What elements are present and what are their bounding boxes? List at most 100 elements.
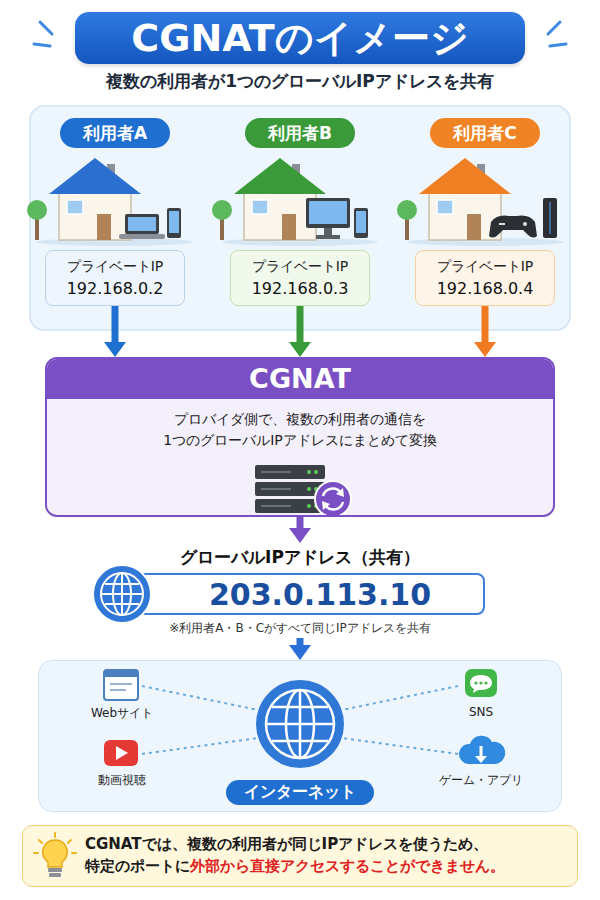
- rect-shape: [169, 211, 179, 233]
- service-label: Webサイト: [62, 705, 182, 722]
- rect-shape: [437, 200, 453, 214]
- rect-shape: [316, 235, 340, 239]
- g-shape: [110, 684, 132, 690]
- badge-node: 利用者C: [430, 118, 540, 148]
- polygon-shape: [104, 342, 126, 357]
- flow-arrow: [289, 638, 311, 660]
- rect-shape: [543, 198, 557, 238]
- circle-shape: [27, 200, 47, 220]
- polygon-shape: [289, 342, 311, 357]
- line-shape: [142, 738, 258, 754]
- circle-shape: [315, 481, 351, 517]
- rect-shape: [499, 223, 505, 225]
- house-illustration: [397, 158, 563, 246]
- rect-shape: [356, 211, 366, 233]
- rect-shape: [97, 214, 111, 240]
- rect-shape: [104, 670, 138, 700]
- flow-arrow: [289, 306, 311, 357]
- rect-shape: [125, 214, 159, 234]
- path-shape: [470, 675, 492, 693]
- line-shape: [34, 44, 50, 46]
- circle-shape: [479, 681, 482, 684]
- polygon-shape: [419, 158, 511, 194]
- globe-icon: [91, 563, 153, 625]
- user-badge-text: 利用者B: [268, 122, 332, 145]
- rect-shape: [67, 200, 83, 214]
- rect-shape: [119, 234, 165, 239]
- ip-address: 192.168.0.3: [252, 279, 349, 298]
- ip-label: プライベートIP: [252, 258, 349, 276]
- path-shape: [458, 735, 504, 763]
- user-badge-text: 利用者C: [453, 122, 516, 145]
- line-shape: [261, 488, 291, 490]
- rect-shape: [167, 208, 181, 238]
- path-shape: [43, 840, 68, 867]
- global-ip-heading: グローバルIPアドレス（共有）: [180, 543, 420, 569]
- circle-shape: [474, 681, 477, 684]
- g-shape: [266, 690, 334, 758]
- rect-shape: [104, 740, 138, 766]
- path-shape: [105, 584, 139, 604]
- badge-node: 利用者A: [60, 118, 170, 148]
- circle-shape: [484, 681, 487, 684]
- line-shape: [261, 505, 291, 507]
- rect-shape: [255, 482, 325, 496]
- circle-shape: [256, 680, 344, 768]
- g-shape: [261, 472, 291, 506]
- g-shape: [101, 573, 143, 615]
- global-ip-address: 203.0.113.10: [209, 577, 431, 612]
- cgnat-node: CGNATプロバイダ側で、複数の利用者の通信を 1つのグローバルIPアドレスにま…: [45, 357, 555, 517]
- rect-shape: [244, 190, 316, 240]
- line-shape: [142, 686, 258, 710]
- circle-shape: [307, 504, 311, 508]
- house-illustration: [212, 158, 378, 246]
- flow-arrow: [104, 306, 126, 357]
- ip-label: プライベートIP: [67, 258, 164, 276]
- polygon-shape: [322, 501, 330, 510]
- circle-shape: [266, 690, 334, 758]
- circle-shape: [307, 470, 311, 474]
- polygon-shape: [289, 645, 311, 660]
- circle-shape: [212, 200, 232, 220]
- title-text: CGNATのイメージ: [131, 13, 468, 64]
- line-shape: [110, 689, 126, 691]
- ip-address: 192.168.0.4: [437, 279, 534, 298]
- polygon-shape: [49, 158, 141, 194]
- polygon-shape: [474, 342, 496, 357]
- circle-shape: [523, 222, 527, 226]
- rect-shape: [465, 669, 497, 697]
- line-shape: [110, 683, 132, 685]
- gip-node: グローバルIPアドレス（共有） 203.0.113.10※利用者A・B・Cがすべ…: [80, 543, 520, 638]
- g-shape: [27, 158, 563, 246]
- cgnat-heading: CGNAT: [47, 359, 553, 399]
- service-label: ゲーム・アプリ: [421, 772, 541, 789]
- rect-shape: [48, 868, 62, 872]
- line-shape: [482, 306, 489, 344]
- line-shape: [40, 22, 52, 34]
- line-shape: [298, 690, 301, 758]
- line-shape: [39, 840, 42, 843]
- ip-address: 192.168.0.2: [67, 279, 164, 298]
- service-label: 動画視聴: [62, 772, 182, 789]
- rect-shape: [282, 214, 296, 240]
- rect-shape: [255, 465, 325, 479]
- path-shape: [489, 216, 537, 238]
- rect-shape: [324, 228, 332, 236]
- service-label: SNS: [421, 705, 541, 719]
- rect-shape: [49, 873, 61, 877]
- global-ip-box: 203.0.113.10: [115, 573, 485, 615]
- rect-shape: [104, 670, 138, 677]
- line-shape: [550, 44, 566, 46]
- path-shape: [272, 707, 328, 741]
- warning-emphasis: 外部から直接アクセスすることができません。: [190, 857, 505, 875]
- ip-node: プライベートIP 192.168.0.3: [230, 250, 370, 306]
- line-shape: [34, 852, 38, 854]
- rect-shape: [306, 198, 350, 228]
- rect-shape: [128, 217, 156, 231]
- circle-shape: [93, 565, 151, 623]
- rect-shape: [59, 190, 131, 240]
- flow-arrow: [474, 306, 496, 357]
- polygon-shape: [289, 528, 311, 543]
- server-icon: [247, 461, 357, 517]
